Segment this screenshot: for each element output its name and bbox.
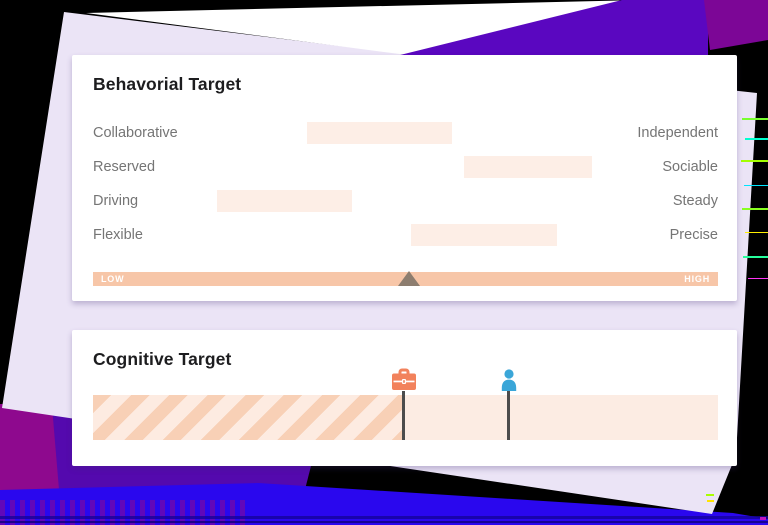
glitch-line xyxy=(742,208,768,210)
behavioral-target-card: Behavorial Target Collaborative Independ… xyxy=(72,55,737,301)
person-icon xyxy=(499,369,519,392)
glitch-line xyxy=(744,185,768,186)
glitch-line xyxy=(745,232,768,233)
trait-right-label: Sociable xyxy=(662,159,718,175)
scale-marker-triangle[interactable] xyxy=(397,271,420,286)
glitch-line xyxy=(706,494,714,496)
trait-left-label: Driving xyxy=(93,193,139,209)
glitch-line xyxy=(745,138,768,140)
glitch-line xyxy=(741,160,768,162)
bg-dither-stripes xyxy=(0,500,245,525)
glitch-line xyxy=(743,256,768,258)
scale-high-label: HIGH xyxy=(684,274,710,284)
bg-navy-stripe xyxy=(0,516,768,519)
bg-navy-stripe xyxy=(0,521,768,523)
cognitive-card-title: Cognitive Target xyxy=(93,349,232,369)
glitch-line xyxy=(707,500,714,502)
cognitive-striped-region xyxy=(93,395,405,440)
cognitive-target-card: Cognitive Target xyxy=(72,330,737,466)
glitch-line xyxy=(742,118,768,120)
scale-low-label: LOW xyxy=(101,274,125,284)
behavioral-card-title: Behavorial Target xyxy=(93,74,242,94)
trait-right-label: Steady xyxy=(672,193,718,209)
marker-stem xyxy=(507,391,511,440)
trait-right-label: Independent xyxy=(637,125,718,141)
trait-left-label: Flexible xyxy=(93,227,143,243)
trait-range-bar xyxy=(217,190,353,212)
glitch-line xyxy=(748,278,768,279)
trait-row-flexible-precise: Flexible Precise xyxy=(93,218,718,252)
trait-left-label: Reserved xyxy=(93,159,156,175)
trait-row-driving-steady: Driving Steady xyxy=(93,184,718,218)
trait-range-bar xyxy=(307,122,453,144)
trait-rows: Collaborative Independent Reserved Socia… xyxy=(93,116,718,252)
trait-range-bar xyxy=(410,224,557,246)
trait-right-label: Precise xyxy=(669,227,718,243)
marker-stem xyxy=(402,391,406,440)
trait-row-reserved-sociable: Reserved Sociable xyxy=(93,150,718,184)
glitch-line xyxy=(760,517,766,520)
low-high-scale: LOW HIGH xyxy=(93,271,718,286)
trait-range-bar xyxy=(463,156,592,178)
trait-row-collaborative-independent: Collaborative Independent xyxy=(93,116,718,150)
trait-left-label: Collaborative xyxy=(93,125,178,141)
cognitive-range-bar xyxy=(93,368,718,440)
briefcase-icon xyxy=(391,368,417,392)
